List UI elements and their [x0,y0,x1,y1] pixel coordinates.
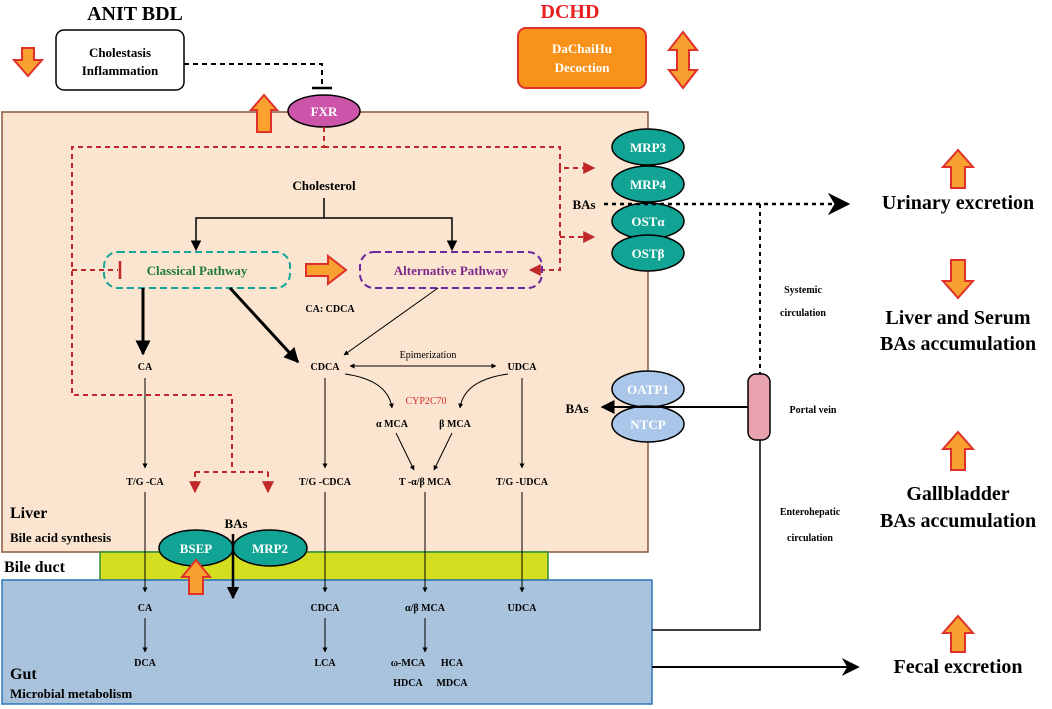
gut-ca: CA [138,603,153,614]
gut-omega-mca: ω-MCA [391,658,426,669]
classical-to-cdca [228,286,300,364]
liver-sublabel: Bile acid synthesis [10,530,111,545]
bsep-label: BSEP [180,541,213,556]
udca-to-bmca [458,373,509,409]
drug-line2: Decoction [555,60,611,75]
gut-dca: DCA [134,658,156,669]
enterohepatic-label-1: Enterohepatic [780,507,841,518]
liver-cdca: CDCA [311,362,341,373]
cdca-to-amca [344,373,394,409]
alternative-pathway-label: Alternative Pathway [394,263,509,278]
dchd-double-arrow-icon [666,30,700,90]
alternative-to-cdca [343,287,439,356]
ostb-transporter [611,234,685,272]
mrp3-label: MRP3 [630,140,667,155]
liver-beta-mca: β MCA [439,419,471,430]
liver-udca: UDCA [508,362,538,373]
classical-pathway-box [103,251,291,289]
bas-uptake-label: BAs [565,401,588,416]
liver-alpha-mca: α MCA [376,419,409,430]
liver-tg-cdca: T/G -CDCA [299,477,352,488]
gut-region [1,579,653,705]
condition-box [55,29,185,91]
bas-bile-label: BAs [224,516,247,531]
cholesterol-label: Cholesterol [292,178,356,193]
fecal-up-arrow-icon [940,614,976,653]
enterohepatic-circulation-line [652,440,761,631]
portal-vein-icon [747,373,771,441]
liver-tg-ca: T/G -CA [126,477,164,488]
model-label: ANIT BDL [87,3,183,25]
oatp1-label: OATP1 [627,382,669,397]
cholesterol-to-alternative [324,217,458,252]
condition-line2: Inflammation [82,63,159,78]
gallbladder-up-arrow-icon [940,430,976,471]
condition-to-fxr-inhibition [184,63,323,88]
urinary-excretion-label: Urinary excretion [882,192,1034,214]
gut-mca: α/β MCA [405,603,446,614]
condition-down-arrow-icon [11,47,45,78]
gut-cdca: CDCA [311,603,341,614]
classical-pathway-label: Classical Pathway [147,263,248,278]
condition-line1: Cholestasis [89,45,151,60]
gut-udca: UDCA [508,603,538,614]
liver-tg-udca: T/G -UDCA [496,477,549,488]
gut-hdca: HDCA [393,678,423,689]
gut-sublabel: Microbial metabolism [10,686,132,701]
urinary-up-arrow-icon [940,148,976,189]
liver-t-mca: T -α/β MCA [399,477,452,488]
systemic-label-1: Systemic [784,285,822,296]
fxr-label: FXR [311,104,338,119]
cyp2c70-label: CYP2C70 [405,396,446,407]
alternative-pathway-box [359,251,543,289]
ntcp-label: NTCP [630,417,665,432]
dachaihu-box [517,27,647,89]
liver-ca: CA [138,362,153,373]
serum-label-2: BAs accumulation [880,333,1036,355]
drug-line1: DaChaiHu [552,41,612,56]
liver-region [1,111,649,553]
serum-down-arrow-icon [940,259,976,300]
epimerization-label: Epimerization [400,350,457,361]
amca-to-tmca [395,432,415,471]
bmca-to-tmca [433,432,453,471]
dchd-label: DCHD [541,1,600,23]
serum-label-1: Liver and Serum [885,307,1031,329]
ostb-label: OSTβ [632,246,665,261]
cholesterol-to-classical [190,198,325,252]
systemic-label-2: circulation [780,308,826,319]
gut-mdca: MDCA [436,678,468,689]
fxr-to-mrp3 [324,146,596,174]
mrp2-label: MRP2 [252,541,288,556]
mrp4-transporter [611,165,685,203]
fxr-to-alternative [528,168,561,276]
gut-hca: HCA [441,658,464,669]
gut-label: Gut [10,666,37,683]
bile-duct-label: Bile duct [4,559,66,576]
liver-label: Liver [10,505,47,522]
portal-vein-label: Portal vein [790,405,837,416]
fecal-excretion-label: Fecal excretion [893,656,1022,678]
shift-right-arrow-icon [305,253,348,287]
gallbladder-label-1: Gallbladder [906,483,1009,505]
gallbladder-label-2: BAs accumulation [880,510,1036,532]
bas-efflux-label: BAs [572,197,595,212]
osta-label: OSTα [631,214,665,229]
fxr-up-arrow-icon [248,93,280,133]
ca-cdca-ratio: CA: CDCA [305,304,355,315]
bsep-up-arrow-icon [179,558,213,595]
mrp3-transporter [611,128,685,166]
gut-lca: LCA [314,658,336,669]
enterohepatic-label-2: circulation [787,533,833,544]
mrp4-label: MRP4 [630,177,667,192]
